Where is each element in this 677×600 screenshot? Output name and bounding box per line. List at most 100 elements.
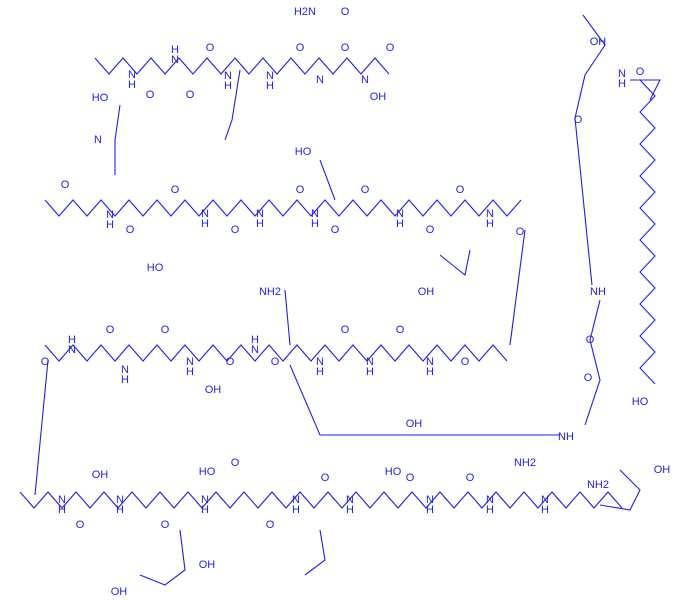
atom-label-n: N <box>541 494 549 506</box>
atom-label-n: N <box>316 74 324 86</box>
atom-label-o: O <box>584 372 593 384</box>
side-chain <box>284 289 291 346</box>
atom-label-o: O <box>516 226 525 238</box>
backbone-row-3 <box>44 344 508 362</box>
atom-label-oh: OH <box>406 418 423 430</box>
backbone-row-2 <box>44 199 522 217</box>
atom-label-o: O <box>161 519 170 531</box>
atom-label-o: O <box>231 224 240 236</box>
atom-label-h: H <box>311 218 319 230</box>
atom-label-o: O <box>206 42 215 54</box>
atom-label-o: O <box>466 472 475 484</box>
atom-label-ho: HO <box>385 466 402 478</box>
atom-label-n: N <box>346 494 354 506</box>
atom-label-o: O <box>586 334 595 346</box>
atom-label-o: O <box>331 224 340 236</box>
atom-label-oh: OH <box>418 286 435 298</box>
phenyl-ring <box>304 529 326 576</box>
atom-label-o: O <box>231 457 240 469</box>
atom-label-oh: OH <box>92 469 109 481</box>
atom-label-ho: HO <box>147 262 164 274</box>
atom-label-n: N <box>116 494 124 506</box>
atom-label-h: H <box>116 504 124 516</box>
atom-label-h: H <box>292 504 300 516</box>
atom-label-n: N <box>128 69 136 81</box>
atom-label-o: O <box>106 324 115 336</box>
atom-label-n: N <box>292 494 300 506</box>
atom-label-o: O <box>341 42 350 54</box>
atom-label-n: N <box>426 356 434 368</box>
atom-label-o: O <box>461 356 470 368</box>
atom-label-h: H <box>366 366 374 378</box>
atom-label-oh: OH <box>590 36 607 48</box>
atom-label-nh: NH <box>558 431 574 443</box>
atom-label-h: H <box>106 219 114 231</box>
atom-label-h: H <box>201 504 209 516</box>
atom-label-n: N <box>426 494 434 506</box>
atom-label-n: N <box>366 356 374 368</box>
atom-label-o: O <box>341 324 350 336</box>
atom-label-o: O <box>361 184 370 196</box>
atom-label-nh2: NH2 <box>259 286 281 298</box>
atom-label-o: O <box>426 224 435 236</box>
side-chain <box>224 69 241 141</box>
fatty-chain-bond <box>630 79 661 101</box>
atom-label-h: H <box>186 366 194 378</box>
atom-label-n: N <box>201 494 209 506</box>
atom-label-n: N <box>486 494 494 506</box>
atom-label-n: N <box>396 208 404 220</box>
atom-label-nh: NH <box>590 286 606 298</box>
atom-label-h: H <box>58 504 66 516</box>
atom-label-o: O <box>41 356 50 368</box>
atom-label-h: H <box>201 218 209 230</box>
bond-layer <box>19 14 661 586</box>
phenyl-ring <box>599 469 641 511</box>
backbone-row-4 <box>19 491 623 509</box>
atom-label-n: N <box>361 74 369 86</box>
atom-label-o: O <box>296 42 305 54</box>
connector-bond <box>509 229 526 346</box>
atom-label-n: N <box>186 356 194 368</box>
linker-bond <box>584 299 601 426</box>
atom-label-n: N <box>224 70 232 82</box>
fatty-acid-chain <box>639 79 656 385</box>
connector-bond <box>34 359 49 496</box>
atom-label-o: O <box>574 114 583 126</box>
atom-label-oh: OH <box>370 91 387 103</box>
atom-label-ho: HO <box>199 466 216 478</box>
atom-label-o: O <box>146 89 155 101</box>
atom-label-o: O <box>266 519 275 531</box>
phenyl-ring <box>439 249 471 276</box>
atom-label-n: N <box>171 54 179 66</box>
atom-label-n: N <box>316 356 324 368</box>
atom-label-o: O <box>161 324 170 336</box>
atom-label-n: N <box>251 344 259 356</box>
atom-label-h: H <box>618 78 626 90</box>
atom-label-o: O <box>396 324 405 336</box>
phenyl-ring <box>139 529 186 586</box>
atom-label-h: H <box>346 504 354 516</box>
atom-label-h: H <box>256 218 264 230</box>
atom-label-h: H <box>541 504 549 516</box>
atom-label-n: N <box>201 208 209 220</box>
atom-label-ho: HO <box>632 396 649 408</box>
atom-label-h: H <box>486 504 494 516</box>
atom-label-h: H <box>396 218 404 230</box>
atom-label-n: N <box>486 208 494 220</box>
atom-label-o: O <box>76 519 85 531</box>
atom-label-h: H <box>426 366 434 378</box>
atom-label-h2n: H2N <box>294 6 316 18</box>
atom-label-o: O <box>636 66 645 78</box>
atom-label-n: N <box>94 134 102 146</box>
atom-label-n: N <box>618 68 626 80</box>
atom-label-h: H <box>426 504 434 516</box>
atom-label-o: O <box>321 472 330 484</box>
atom-label-oh: OH <box>654 464 671 476</box>
atom-label-nh2: NH2 <box>514 457 536 469</box>
atom-label-n: N <box>121 364 129 376</box>
atom-label-o: O <box>186 89 195 101</box>
atom-label-oh: OH <box>205 384 222 396</box>
atom-label-h: H <box>128 79 136 91</box>
backbone-row-1 <box>94 57 390 75</box>
atom-label-o: O <box>126 224 135 236</box>
